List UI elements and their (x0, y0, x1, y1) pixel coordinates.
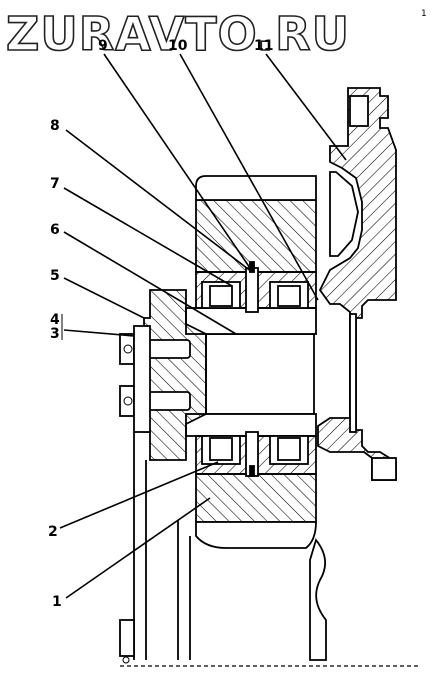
upper-bearing (195, 261, 317, 313)
side-mark: 1 (421, 9, 427, 19)
callout-label: 10 (168, 38, 188, 54)
callout-label: 2 (48, 524, 58, 540)
outer-drum (195, 175, 327, 661)
axle-shaft (185, 307, 317, 437)
watermark-text: ZURAVTO.RU (6, 7, 350, 61)
callout-label: 6 (50, 222, 60, 238)
callout-label: 8 (50, 118, 60, 134)
leader-lines (59, 53, 347, 599)
callout-labels: 9 10 11 8 7 6 5 4 3 2 1 (48, 38, 273, 610)
callout-label: 9 (98, 38, 108, 54)
lower-bearing (195, 431, 317, 477)
snap-ring (349, 313, 357, 433)
callout-label: 3 (50, 326, 60, 342)
lock-plate (133, 325, 151, 433)
callout-label: 4 (50, 312, 60, 328)
callout-label: 1 (52, 594, 62, 610)
hub-housing (317, 87, 397, 481)
callout-label: 11 (254, 38, 273, 54)
wheel-disc (119, 432, 191, 664)
callout-label: 5 (50, 268, 60, 284)
callout-label: 7 (50, 176, 60, 192)
